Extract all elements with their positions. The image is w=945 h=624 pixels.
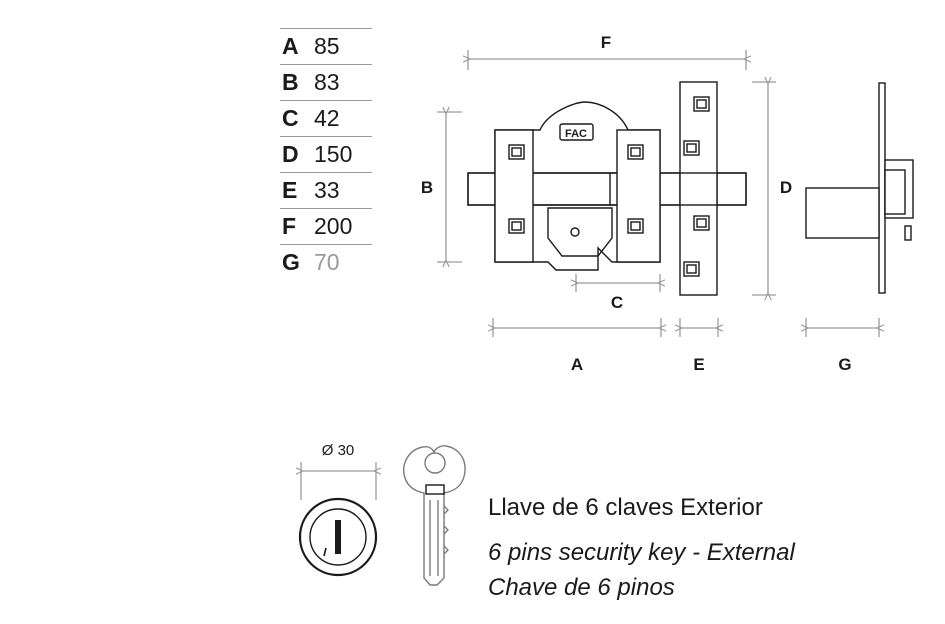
dimension-key: D <box>282 141 299 167</box>
dimension-value: 42 <box>314 105 340 131</box>
dimension-row-f: F 200 <box>280 208 372 244</box>
dimension-row-c: C 42 <box>280 100 372 136</box>
keeper-plate <box>679 81 718 296</box>
label-a: A <box>571 355 583 374</box>
left-plate <box>494 129 534 263</box>
lock-side-view <box>805 82 914 294</box>
dimension-key: C <box>282 105 299 131</box>
dimension-table: A 85 B 83 C 42 D 150 E 33 F 200 G 70 <box>280 28 372 280</box>
label-e: E <box>693 355 704 374</box>
dimension-value: 33 <box>314 177 340 203</box>
dimension-row-b: B 83 <box>280 64 372 100</box>
brand-logo: FAC <box>565 128 587 140</box>
dimension-value: 150 <box>314 141 353 167</box>
label-f: F <box>601 33 611 52</box>
dimension-key: A <box>282 33 299 59</box>
dimension-key: F <box>282 213 297 239</box>
brand-badge <box>559 123 594 141</box>
cylinder-housing <box>547 207 613 257</box>
lock-front-view <box>467 101 747 271</box>
label-g: G <box>838 355 851 374</box>
dimension-value: 83 <box>314 69 340 95</box>
key-description-portuguese: Chave de 6 pinos <box>488 574 675 601</box>
keyhole <box>570 227 580 237</box>
label-d: D <box>780 178 792 197</box>
cylinder-front-view <box>298 497 378 577</box>
dimension-value: 200 <box>314 213 353 239</box>
dimension-row-g: G 70 <box>280 244 372 280</box>
dimension-value: 85 <box>314 33 340 59</box>
key-description-english: 6 pins security key - External <box>488 539 795 566</box>
dimension-row-d: D 150 <box>280 136 372 172</box>
screw-holes <box>508 144 644 234</box>
dimension-lines <box>301 50 879 500</box>
dimension-key: G <box>282 249 300 275</box>
key-icon <box>403 445 466 586</box>
right-plate <box>616 129 661 263</box>
label-b: B <box>421 178 433 197</box>
dimension-key: E <box>282 177 298 203</box>
dimension-value: 70 <box>314 249 340 275</box>
dimension-key: B <box>282 69 299 95</box>
dimension-row-e: E 33 <box>280 172 372 208</box>
label-c: C <box>611 293 623 312</box>
cylinder-diameter-label: Ø 30 <box>322 442 355 459</box>
dimension-row-a: A 85 <box>280 28 372 64</box>
key-description-spanish: Llave de 6 claves Exterior <box>488 494 763 521</box>
